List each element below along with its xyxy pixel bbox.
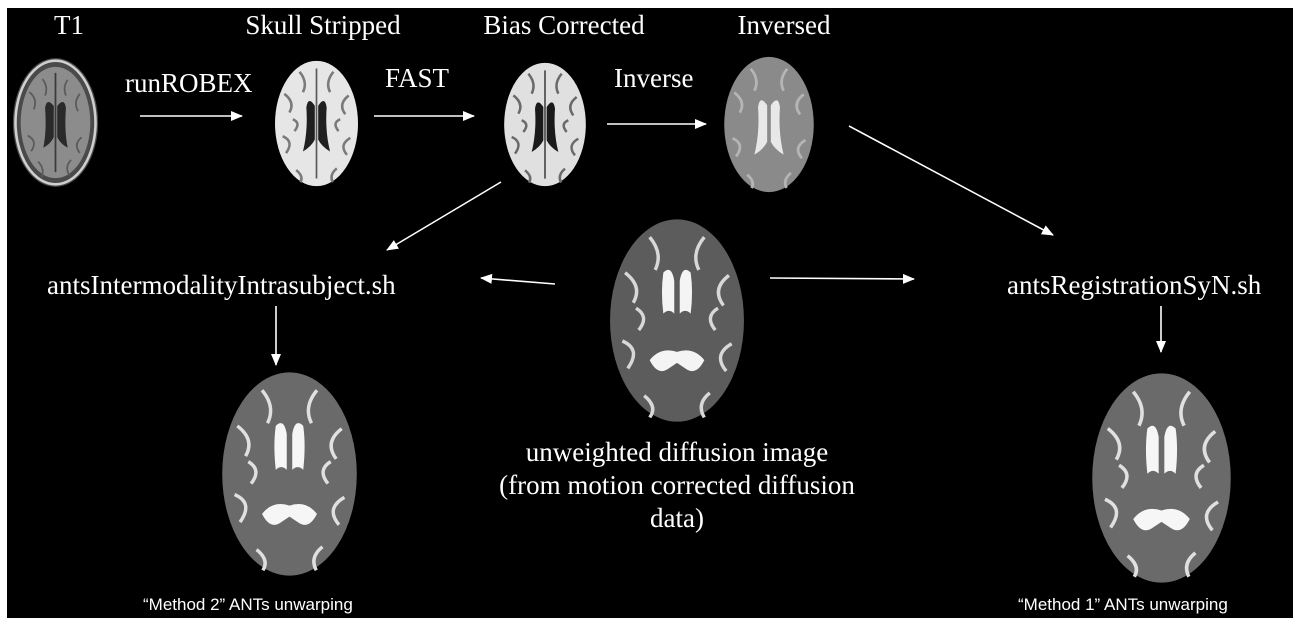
skull-stripped-brain-image [274, 60, 359, 187]
fast-step-label: FAST [385, 63, 450, 93]
t1-label: T1 [54, 10, 84, 40]
method2-output-brain-image [214, 371, 365, 577]
t1-brain-image [12, 49, 99, 196]
arrows-layer [140, 111, 1166, 366]
unweighted-diffusion-caption: unweighted diffusion image (from motion … [487, 436, 867, 535]
runrobex-step-label: runROBEX [125, 68, 253, 98]
method1-output-brain-image [1086, 372, 1237, 584]
caption-line-2: (from motion corrected diffusion [499, 470, 855, 500]
method1-caption: “Method 1” ANTs unwarping [1018, 595, 1228, 614]
skull-stripped-label: Skull Stripped [245, 10, 401, 40]
ants-intermodality-label: antsIntermodalityIntrasubject.sh [47, 270, 396, 300]
unweighted-diffusion-brain-image [592, 218, 762, 423]
ants-registration-syn-label: antsRegistrationSyN.sh [1007, 270, 1262, 300]
caption-line-3: data) [650, 503, 704, 533]
caption-line-1: unweighted diffusion image [525, 437, 829, 467]
bias-corrected-brain-image [501, 62, 589, 187]
arrow-diffusion-to-intermodality [480, 273, 556, 285]
bias-corrected-label: Bias Corrected [483, 10, 645, 40]
arrow-inversed-to-syn [848, 125, 1054, 236]
inversed-label: Inversed [737, 10, 831, 40]
inverse-step-label: Inverse [614, 63, 694, 93]
arrow-bias-to-intermodality [386, 181, 502, 251]
pipeline-diagram: T1 Skull Stripped Bias Corrected Inverse… [7, 8, 1293, 618]
inversed-brain-image [722, 56, 816, 193]
method2-caption: “Method 2” ANTs unwarping [143, 595, 353, 614]
arrow-diffusion-to-syn [769, 273, 915, 284]
